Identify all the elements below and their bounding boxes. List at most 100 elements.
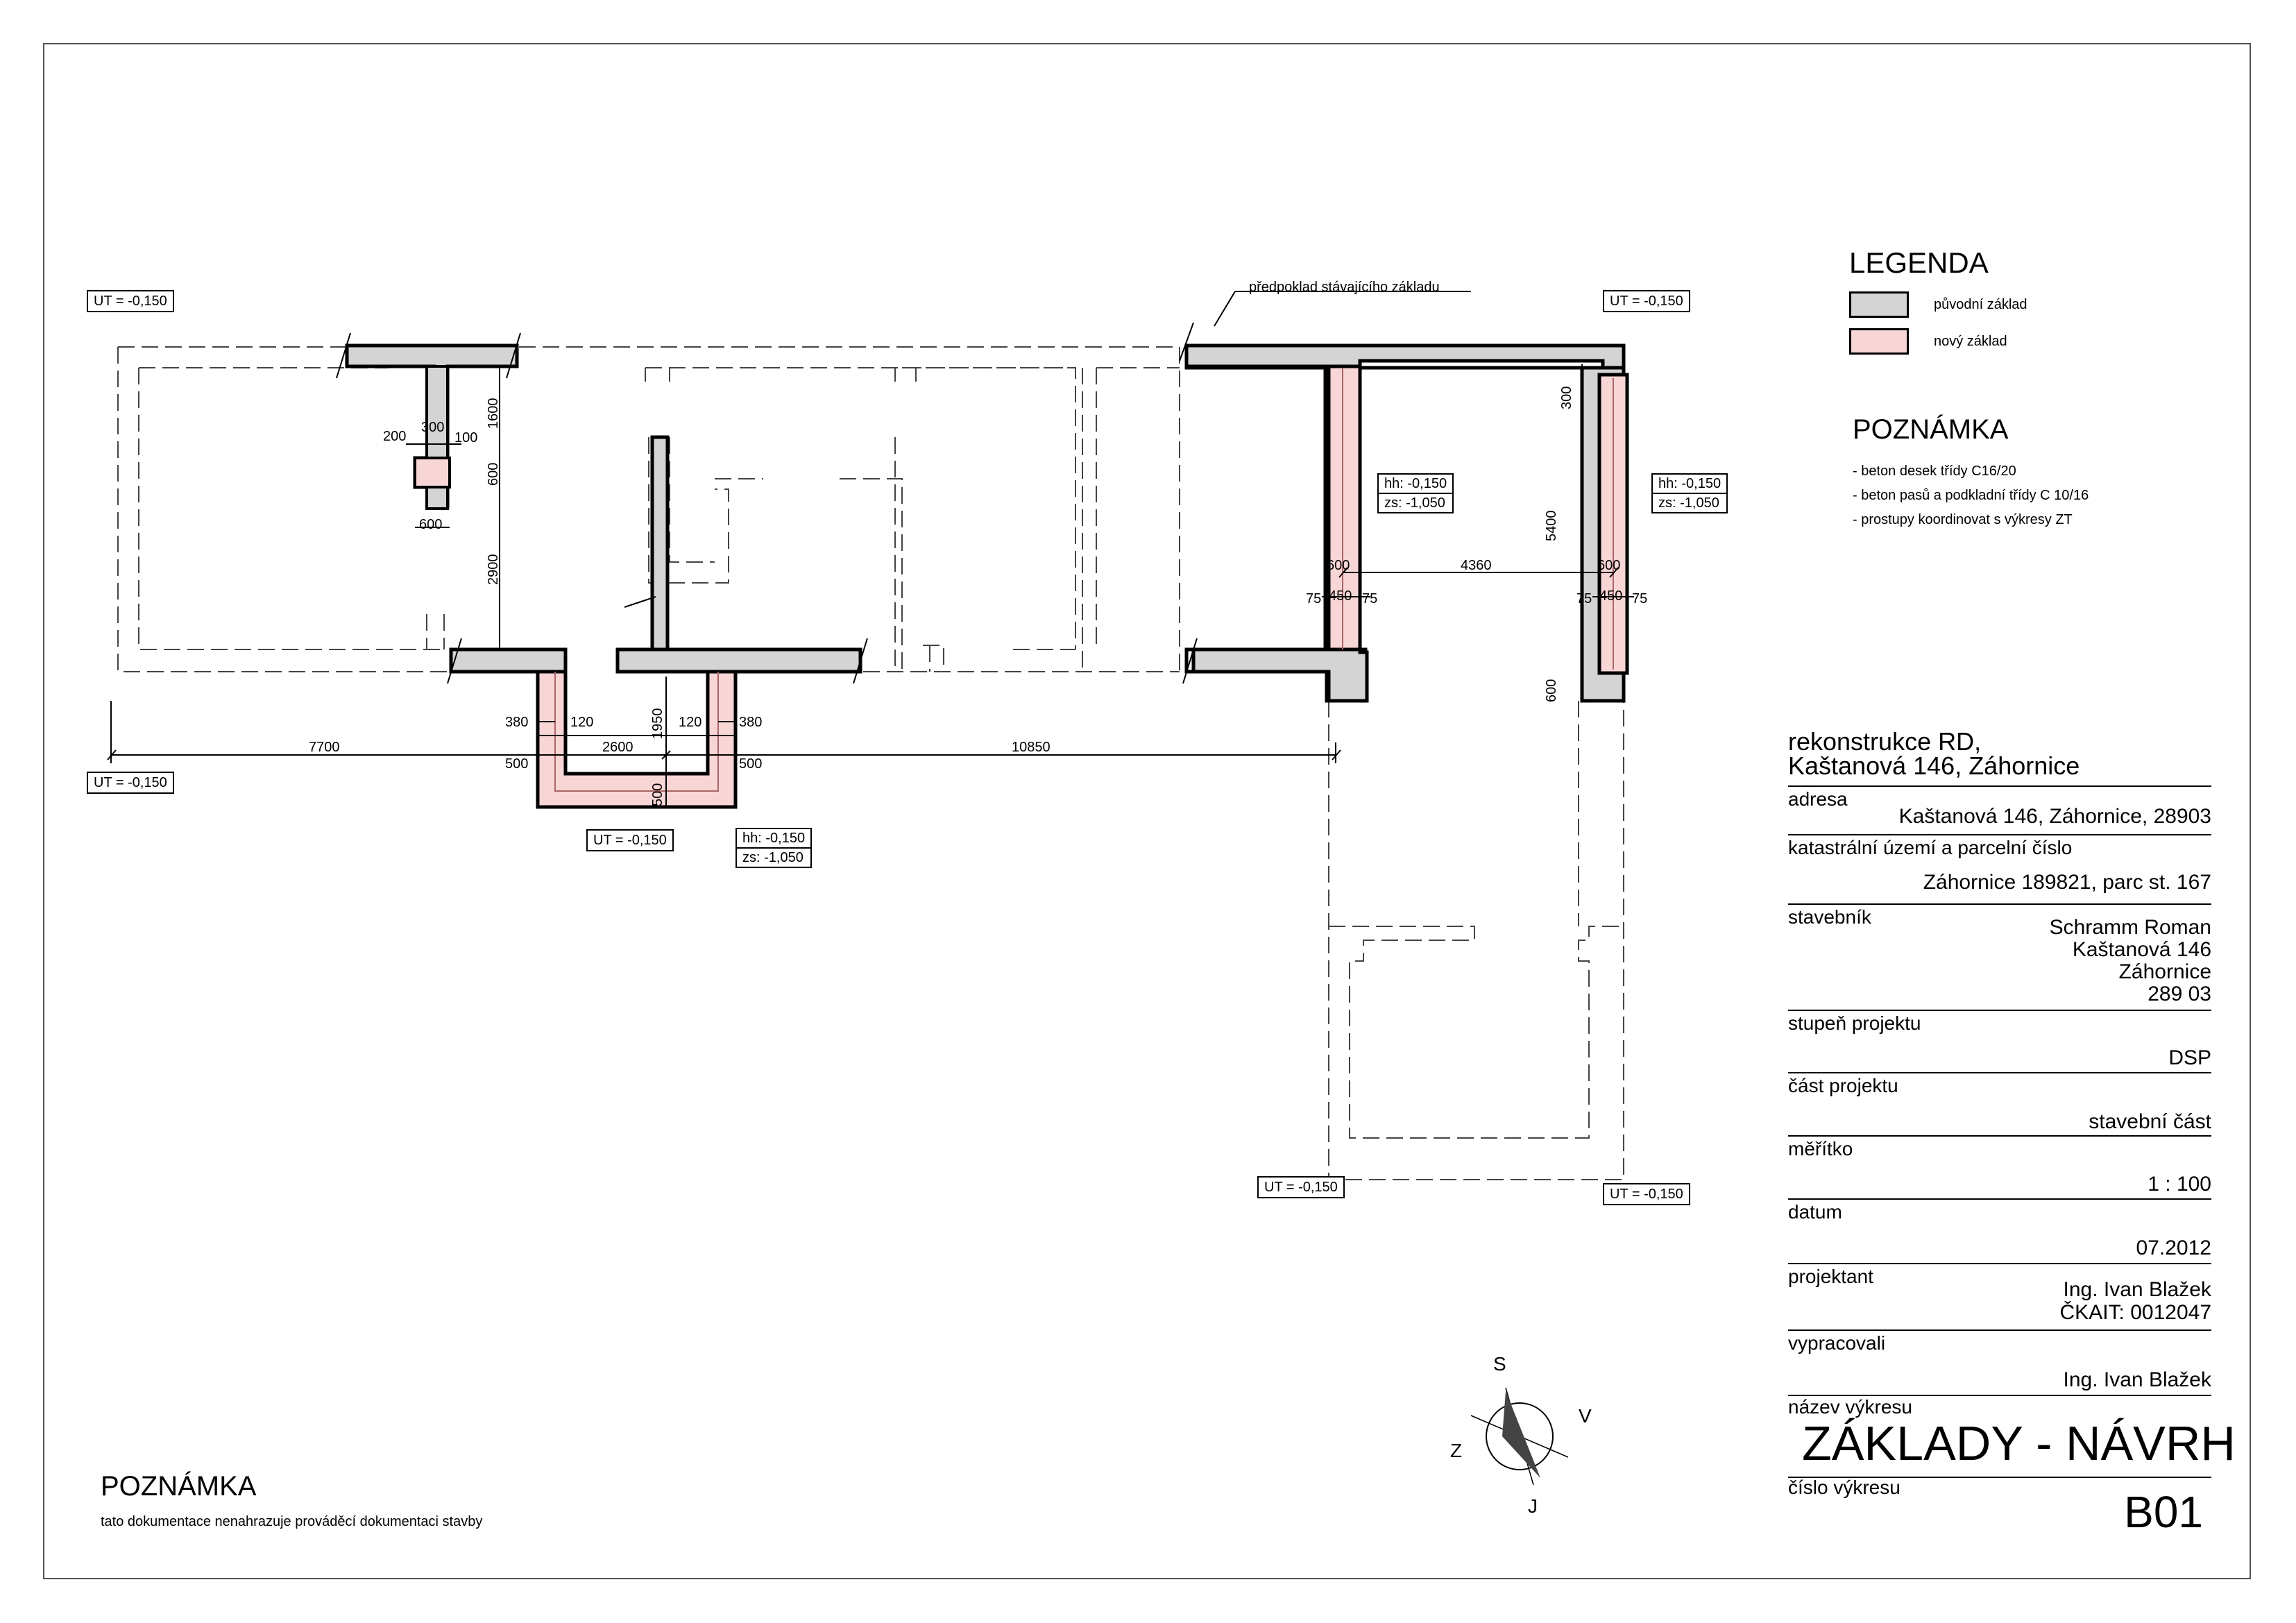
drawing-name-label: název výkresu <box>1788 1396 1912 1418</box>
rule <box>1788 1477 2211 1478</box>
dim-600-rr: 600 <box>1597 558 1621 573</box>
builder-line: 289 03 <box>2148 983 2211 1005</box>
legend-item: původní základ <box>1849 291 2027 318</box>
builder-line: Kaštanová 146 <box>2072 938 2211 961</box>
builder-line: Záhornice <box>2118 960 2211 983</box>
level-tag-text: UT = -0,150 <box>94 775 167 790</box>
dim-10850: 10850 <box>1012 740 1051 755</box>
dim-75c: 75 <box>1576 591 1592 606</box>
dim-2900: 2900 <box>486 554 501 586</box>
level-tag-text: UT = -0,150 <box>1264 1180 1338 1195</box>
level-tag-text: UT = -0,150 <box>1610 1187 1683 1202</box>
prepared-value: Ing. Ivan Blažek <box>2063 1368 2211 1391</box>
dimension-ticks <box>107 567 1619 760</box>
dim-7700: 7700 <box>309 740 340 755</box>
height-tag-zs: zs: -1,050 <box>1653 493 1727 512</box>
rule <box>1788 1072 2211 1073</box>
dim-500-bottom: 500 <box>650 783 665 806</box>
part-value: stavební část <box>2089 1110 2211 1133</box>
title-block: rekonstrukce RD, Kaštanová 146, Záhornic… <box>1788 722 2236 1554</box>
dim-450b: 450 <box>1599 588 1623 604</box>
rule <box>1788 1329 2211 1331</box>
prepared-label: vypracovali <box>1788 1332 1886 1354</box>
scale-value: 1 : 100 <box>2148 1173 2211 1196</box>
rule <box>1788 785 2211 787</box>
height-tag-hh: hh: -0,150 <box>742 831 806 846</box>
dimension-lines <box>110 364 1634 807</box>
dim-500-left: 500 <box>505 756 529 772</box>
designer-label: projektant <box>1788 1266 1873 1287</box>
dim-200: 200 <box>383 429 407 444</box>
dim-300-right: 300 <box>1559 386 1574 409</box>
dim-600-right: 600 <box>1544 679 1559 702</box>
cadastre-value: Záhornice 189821, parc st. 167 <box>1923 871 2211 894</box>
designer-line: ČKAIT: 0012047 <box>2059 1301 2211 1324</box>
height-tag: hh: -0,150 zs: -1,050 <box>1651 473 1728 513</box>
dim-5400: 5400 <box>1544 510 1559 542</box>
level-tag: UT = -0,150 <box>87 772 174 794</box>
existing-outline-dashed <box>117 346 1624 1180</box>
legend-label: původní základ <box>1934 296 2027 312</box>
compass <box>1470 1387 1569 1486</box>
dim-380-left: 380 <box>505 715 529 730</box>
drawing-no-label: číslo výkresu <box>1788 1477 1900 1498</box>
pier-footing <box>414 457 451 488</box>
note-item: - beton desek třídy C16/20 <box>1853 464 2016 479</box>
dim-300: 300 <box>421 420 445 435</box>
height-tag: hh: -0,150 zs: -1,050 <box>735 828 813 868</box>
designer-line: Ing. Ivan Blažek <box>2063 1278 2211 1301</box>
dim-120-left: 120 <box>570 715 594 730</box>
dim-380-right: 380 <box>739 715 763 730</box>
compass-j: J <box>1528 1495 1538 1517</box>
compass-s: S <box>1493 1353 1506 1375</box>
stage-label: stupeň projektu <box>1788 1012 1921 1034</box>
dim-600b: 600 <box>419 517 443 532</box>
dim-2600: 2600 <box>602 740 633 755</box>
dim-500-right: 500 <box>739 756 763 772</box>
address-label: adresa <box>1788 788 1848 810</box>
level-tag: UT = -0,150 <box>1603 290 1690 312</box>
bottom-note-title: POZNÁMKA <box>101 1471 257 1502</box>
legend-swatch-existing <box>1849 291 1909 318</box>
stage-value: DSP <box>2168 1046 2211 1069</box>
date-value: 07.2012 <box>2136 1237 2211 1259</box>
callout-existing-foundation: předpoklad stávajícího základu <box>1249 280 1440 295</box>
note-title: POZNÁMKA <box>1853 414 2009 445</box>
dim-75d: 75 <box>1632 591 1648 606</box>
rule <box>1788 1395 2211 1396</box>
note-item: - prostupy koordinovat s výkresy ZT <box>1853 512 2073 527</box>
drawing-number: B01 <box>2124 1487 2203 1537</box>
level-tag: UT = -0,150 <box>87 290 174 312</box>
dim-120-right: 120 <box>679 715 702 730</box>
drawing-frame <box>43 43 2251 1579</box>
compass-v: V <box>1579 1405 1592 1427</box>
note-item: - beton pasů a podkladní třídy C 10/16 <box>1853 488 2089 503</box>
dim-75a: 75 <box>1306 591 1322 606</box>
dim-600-l2: 600 <box>1327 558 1350 573</box>
dim-75b: 75 <box>1362 591 1378 606</box>
drawing-name: ZÁKLADY - NÁVRH <box>1802 1416 2236 1470</box>
height-tag: hh: -0,150 zs: -1,050 <box>1377 473 1454 513</box>
level-tag: UT = -0,150 <box>586 829 674 851</box>
height-tag-zs: zs: -1,050 <box>1379 493 1453 512</box>
level-tag-text: UT = -0,150 <box>1610 294 1683 309</box>
project-name-line1: rekonstrukce RD, <box>1788 727 1982 756</box>
cadastre-label: katastrální území a parcelní číslo <box>1788 837 2073 858</box>
builder-line: Schramm Roman <box>2049 916 2211 939</box>
builder-label: stavebník <box>1788 906 1871 928</box>
rule <box>1788 1135 2211 1137</box>
bottom-note-text: tato dokumentace nenahrazuje prováděcí d… <box>101 1514 483 1529</box>
part-label: část projektu <box>1788 1075 1898 1096</box>
legend-label: nový základ <box>1934 333 2007 349</box>
date-label: datum <box>1788 1201 1842 1223</box>
level-tag-text: UT = -0,150 <box>94 294 167 309</box>
new-foundation-inner-lines <box>554 368 1614 792</box>
rule <box>1788 903 2211 905</box>
height-tag-zs: zs: -1,050 <box>737 847 811 867</box>
legend-swatch-new <box>1849 328 1909 355</box>
rule <box>1788 1010 2211 1011</box>
height-tag-hh: hh: -0,150 <box>1384 476 1447 491</box>
compass-z: Z <box>1450 1440 1463 1461</box>
dim-4360: 4360 <box>1461 558 1492 573</box>
